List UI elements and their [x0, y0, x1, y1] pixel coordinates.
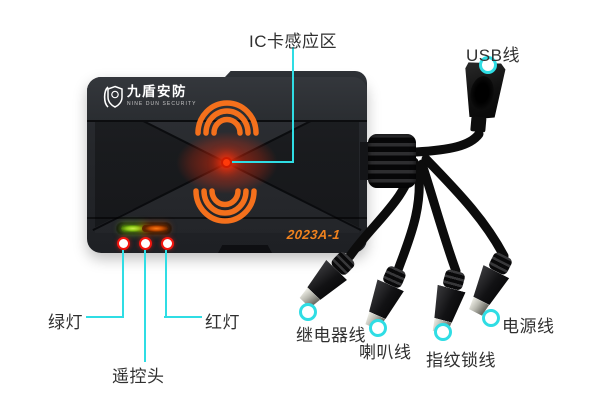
red-light-callout-line: [164, 316, 202, 318]
remote-head-callout-line: [144, 250, 146, 362]
relay-ring-marker: [299, 303, 317, 321]
speaker-cable: [393, 161, 424, 275]
speaker-label: 喇叭线: [359, 343, 412, 362]
cable-bundle: [345, 129, 509, 276]
speaker-ring-marker: [369, 319, 387, 337]
power-cable: [421, 154, 509, 261]
device: 九盾安防 NINE DUN SECURITY 2023A-1: [87, 71, 367, 253]
cable-gland: [368, 134, 416, 188]
brand-name: 九盾安防: [127, 84, 187, 99]
power-label: 电源线: [502, 317, 555, 336]
bottom-band-seam: [87, 217, 367, 219]
usb-connector-neck: [470, 116, 487, 133]
remote-head-label: 遥控头: [112, 367, 165, 386]
device-top-band: [87, 77, 367, 122]
wifi-signal-icons: [193, 100, 259, 224]
brand-logo: 九盾安防 NINE DUN SECURITY: [102, 85, 197, 109]
ic-sensor-indicator: [221, 157, 232, 168]
green-light-callout-line: [86, 316, 124, 318]
remote-head-marker: [139, 237, 152, 250]
fingerprint-lock-label: 指纹锁线: [426, 351, 496, 370]
relay-label: 继电器线: [296, 326, 366, 345]
brand-subtitle: NINE DUN SECURITY: [127, 101, 197, 107]
green-light-callout-line: [122, 250, 124, 318]
led-strip: [116, 222, 172, 235]
shield-icon: [103, 85, 123, 108]
green-light-label: 绿灯: [48, 313, 83, 332]
device-face: 九盾安防 NINE DUN SECURITY 2023A-1: [87, 77, 367, 253]
wifi-up-icon: [195, 100, 259, 136]
bottom-notch: [218, 245, 272, 253]
usb-ring-marker: [479, 56, 497, 74]
ic-area-label: IC卡感应区: [249, 32, 337, 51]
green-led-marker: [117, 237, 130, 250]
green-led: [121, 225, 145, 232]
red-led: [142, 225, 168, 232]
ic-area-callout-line: [232, 161, 294, 163]
usb-label: USB线: [466, 46, 520, 65]
ic-area-callout-line: [292, 47, 294, 162]
red-light-callout-line: [165, 250, 167, 318]
power-ring-marker: [482, 309, 500, 327]
fingerprint-cable: [417, 159, 461, 276]
wifi-down-icon: [193, 188, 257, 224]
usb-cable: [411, 129, 484, 157]
fingerprint-ring-marker: [434, 323, 452, 341]
red-led-marker: [161, 237, 174, 250]
red-light-label: 红灯: [205, 313, 240, 332]
